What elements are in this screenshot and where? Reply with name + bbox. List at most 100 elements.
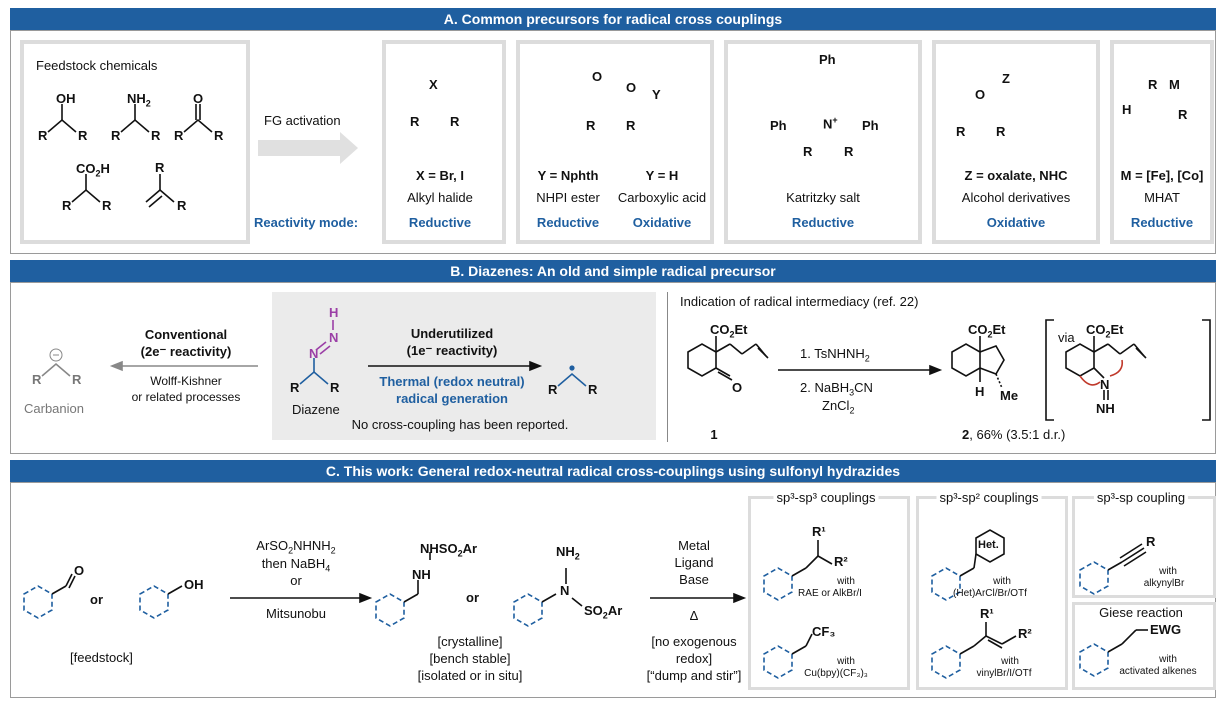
atom-r2: R² (1018, 626, 1032, 641)
or-label-1: or (90, 592, 103, 607)
underutilized-sub-label: (1e⁻ reactivity) (406, 343, 498, 358)
precursor-substituent: Z = oxalate, NHC (964, 168, 1068, 183)
precursor-mode: Oxidative (986, 215, 1046, 230)
atom-r: R (1178, 107, 1188, 122)
precursor-substituent: Y = H (645, 168, 679, 183)
with-label: with (993, 576, 1011, 587)
atom-nh2: NH2 (556, 544, 580, 562)
precursor-substituent: Y = Nphth (537, 168, 599, 183)
atom-z: Z (1002, 71, 1010, 86)
atom-cf3: CF₃ (812, 624, 836, 639)
thermal-label: Thermal (redox neutral) (379, 374, 525, 389)
atom-m: M (1169, 77, 1180, 92)
atom-n: N (309, 346, 319, 361)
atom-so2ar: SO2Ar (584, 603, 623, 621)
atom-h: H (1122, 102, 1132, 117)
atom-r: R (38, 128, 48, 143)
atom-r: R (330, 380, 340, 395)
atom-o: O (592, 69, 603, 84)
precursor-substituent: M = [Fe], [Co] (1120, 168, 1204, 183)
reagent-2: then NaBH4 (261, 556, 331, 574)
wolff-kishner-label: Wolff-Kishner (150, 374, 222, 388)
feedstock-label: [feedstock] (70, 650, 133, 665)
atom-o: O (975, 87, 986, 102)
reagent-or: or (290, 573, 302, 588)
precursor-mode: Oxidative (632, 215, 692, 230)
feedstock-title: Feedstock chemicals (36, 58, 158, 73)
atom-x: X (429, 77, 438, 92)
no-exogenous-label: [no exogenous (651, 634, 737, 649)
atom-r: R (626, 118, 636, 133)
atom-nh: NH (1096, 401, 1115, 416)
alkynyl-label: alkynylBr (1143, 578, 1185, 589)
atom-r: R (72, 372, 82, 387)
atom-r: R (548, 382, 558, 397)
diazene-label: Diazene (292, 402, 340, 417)
precursor-name: Carboxylic acid (617, 190, 707, 205)
precursor-substituent: X = Br, I (415, 168, 465, 183)
precursor-box-mhat (1110, 40, 1214, 244)
isolated-label: [isolated or in situ] (417, 668, 523, 683)
precursor-name: Alkyl halide (407, 190, 473, 205)
atom-h: H (975, 384, 985, 399)
atom-r: R (62, 198, 72, 213)
atom-ph: Ph (862, 118, 879, 133)
atom-r: R (996, 124, 1006, 139)
atom-oh: OH (56, 91, 76, 106)
vinyl-label: vinylBr/I/OTf (976, 668, 1032, 679)
atom-r: R (588, 382, 598, 397)
no-cross-coupling-label: No cross-coupling has been reported. (351, 417, 569, 432)
compound-2-yield: 2, 66% (3.5:1 d.r.) (962, 427, 1066, 442)
atom-r: R (177, 198, 187, 213)
atom-nh2: NH2 (127, 91, 151, 109)
atom-r1: R¹ (980, 606, 994, 621)
het-ar-label: (Het)ArCl/Br/OTf (953, 588, 1027, 599)
precursor-name: NHPI ester (536, 190, 600, 205)
section-b-divider (667, 292, 668, 442)
atom-nhso2ar: NHSO2Ar (420, 541, 478, 559)
atom-n: N (1100, 377, 1110, 392)
rae-label: RAE or AlkBr/I (798, 588, 862, 599)
redox-label: redox] (675, 651, 713, 666)
atom-r: R (78, 128, 88, 143)
atom-n: N (560, 583, 570, 598)
atom-r: R (32, 372, 42, 387)
atom-r: R (956, 124, 966, 139)
atom-nh: NH (412, 567, 431, 582)
with-label: with (1159, 566, 1177, 577)
compound2-co2et: CO2Et (968, 322, 1006, 340)
cu-reagent-label: Cu(bpy)(CF₃)₃ (804, 668, 868, 679)
compound1-co2et: CO2Et (710, 322, 748, 340)
activated-alkenes-label: activated alkenes (1119, 666, 1197, 677)
atom-h: H (329, 305, 339, 320)
conventional-sub-label: (2e⁻ reactivity) (140, 344, 232, 359)
precursor-box-alkyl-halide (382, 40, 506, 244)
atom-r: R (102, 198, 112, 213)
sp3-sp3-title: sp³-sp³ couplings (773, 490, 879, 505)
base-label: Base (679, 572, 709, 587)
atom-ph: Ph (819, 52, 836, 67)
atom-o: O (74, 563, 85, 578)
atom-ph: Ph (770, 118, 787, 133)
delta-label: Δ (689, 608, 699, 623)
atom-r2: R² (834, 554, 848, 569)
or-label-2: or (466, 590, 479, 605)
via-label: via (1058, 330, 1075, 345)
via-co2et: CO2Et (1086, 322, 1124, 340)
section-a-header: A. Common precursors for radical cross c… (10, 8, 1216, 30)
metal-label: Metal (678, 538, 710, 553)
precursor-box-alcohol (932, 40, 1100, 244)
reagent-3: Mitsunobu (266, 606, 326, 621)
atom-n: N (329, 330, 339, 345)
methyl-label: Me (1000, 388, 1019, 403)
atom-r: R (803, 144, 813, 159)
step-2-label: 2. NaBH3CN (800, 380, 873, 398)
atom-y: Y (652, 87, 661, 102)
reactivity-mode-label: Reactivity mode: (254, 215, 359, 230)
precursor-mode: Reductive (1130, 215, 1194, 230)
atom-r: R (450, 114, 460, 129)
precursor-box-katritzky (724, 40, 922, 244)
step-1-label: 1. TsNHNH2 (800, 346, 870, 364)
atom-r: R (290, 380, 300, 395)
with-label: with (837, 576, 855, 587)
